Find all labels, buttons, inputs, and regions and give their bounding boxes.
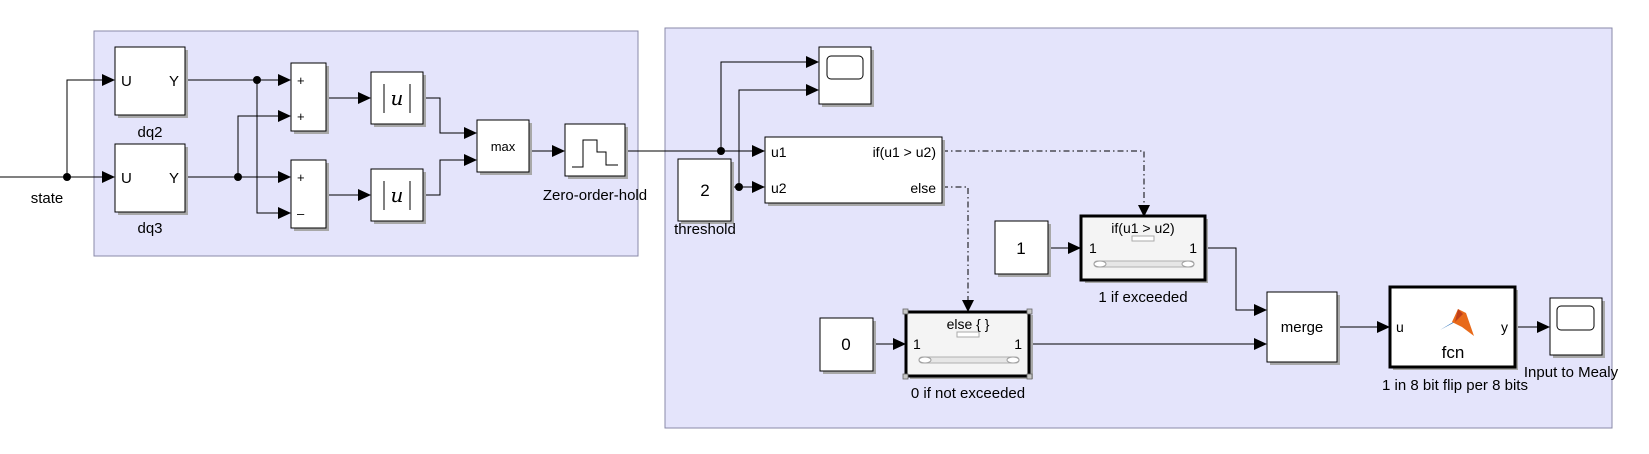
scope-icon: [1556, 305, 1595, 331]
if-action-subsystem[interactable]: if(u1 > u2) 1 1: [1079, 214, 1208, 283]
dq2-in-port: U: [121, 73, 132, 90]
selection-handles: [902, 308, 1033, 380]
abs-icon: u: [383, 181, 411, 210]
abs-block-bottom[interactable]: u: [370, 168, 426, 224]
scope-block-top[interactable]: [818, 46, 874, 107]
fcn-block[interactable]: u y fcn: [1388, 285, 1518, 370]
signal-wires: [0, 56, 1550, 350]
sum-bottom-sign-1: +: [297, 170, 305, 185]
else-action-in-port: 1: [913, 336, 921, 352]
zoh-icon: [572, 139, 618, 168]
matlab-logo-icon: [1440, 309, 1474, 336]
constant-zero[interactable]: 0: [819, 317, 876, 374]
sum-top-block[interactable]: + +: [290, 62, 329, 134]
scope-icon: [826, 55, 864, 80]
sum-top-sign-1: +: [297, 73, 305, 88]
dq2-block[interactable]: U Y: [114, 46, 188, 118]
abs-icon: u: [383, 84, 411, 113]
fcn-label: 1 in 8 bit flip per 8 bits: [1382, 377, 1528, 394]
fcn-text: fcn: [1442, 343, 1465, 362]
control-wires: [942, 150, 1150, 312]
if-action-label: 1 if exceeded: [1098, 289, 1187, 306]
else-action-title: else { }: [947, 316, 990, 332]
sum-bottom-block[interactable]: + –: [290, 159, 329, 231]
if-out-if: if(u1 > u2): [873, 144, 936, 160]
threshold-value: 2: [700, 181, 709, 200]
state-label: state: [31, 190, 64, 207]
scope-output-label: Input to Mealy: [1524, 364, 1619, 381]
else-action-subsystem[interactable]: else { } 1 1: [902, 308, 1033, 380]
if-action-title: if(u1 > u2): [1111, 220, 1174, 236]
svg-text:u: u: [391, 86, 404, 110]
merge-text: merge: [1281, 319, 1324, 336]
abs-block-top[interactable]: u: [370, 71, 426, 127]
if-in-u2: u2: [771, 180, 787, 196]
threshold-label: threshold: [674, 221, 736, 238]
dq2-label: dq2: [137, 124, 162, 141]
dq2-out-port: Y: [169, 73, 179, 90]
fcn-out-port: y: [1501, 319, 1508, 335]
else-action-label: 0 if not exceeded: [911, 385, 1025, 402]
svg-text:u: u: [391, 183, 404, 207]
scope-block-output[interactable]: [1549, 297, 1605, 358]
if-action-in-port: 1: [1089, 240, 1097, 256]
if-block[interactable]: u1 u2 if(u1 > u2) else: [764, 136, 945, 206]
sum-top-sign-2: +: [297, 109, 305, 124]
zoh-block[interactable]: [564, 123, 628, 179]
constant-one-value: 1: [1016, 239, 1025, 258]
max-block[interactable]: max: [476, 119, 532, 175]
dq3-out-port: Y: [169, 170, 179, 187]
if-out-else: else: [910, 180, 936, 196]
sum-bottom-sign-2: –: [297, 206, 305, 221]
dq3-block[interactable]: U Y: [114, 143, 188, 215]
merge-block[interactable]: merge: [1266, 291, 1340, 365]
threshold-constant[interactable]: 2: [677, 158, 734, 224]
fcn-in-port: u: [1396, 319, 1404, 335]
if-in-u1: u1: [771, 144, 787, 160]
constant-zero-value: 0: [841, 335, 850, 354]
dq3-in-port: U: [121, 170, 132, 187]
if-action-out-port: 1: [1189, 240, 1197, 256]
constant-one[interactable]: 1: [994, 220, 1051, 277]
dq3-label: dq3: [137, 220, 162, 237]
max-text: max: [491, 139, 516, 154]
zoh-label: Zero-order-hold: [543, 187, 647, 204]
else-action-out-port: 1: [1014, 336, 1022, 352]
